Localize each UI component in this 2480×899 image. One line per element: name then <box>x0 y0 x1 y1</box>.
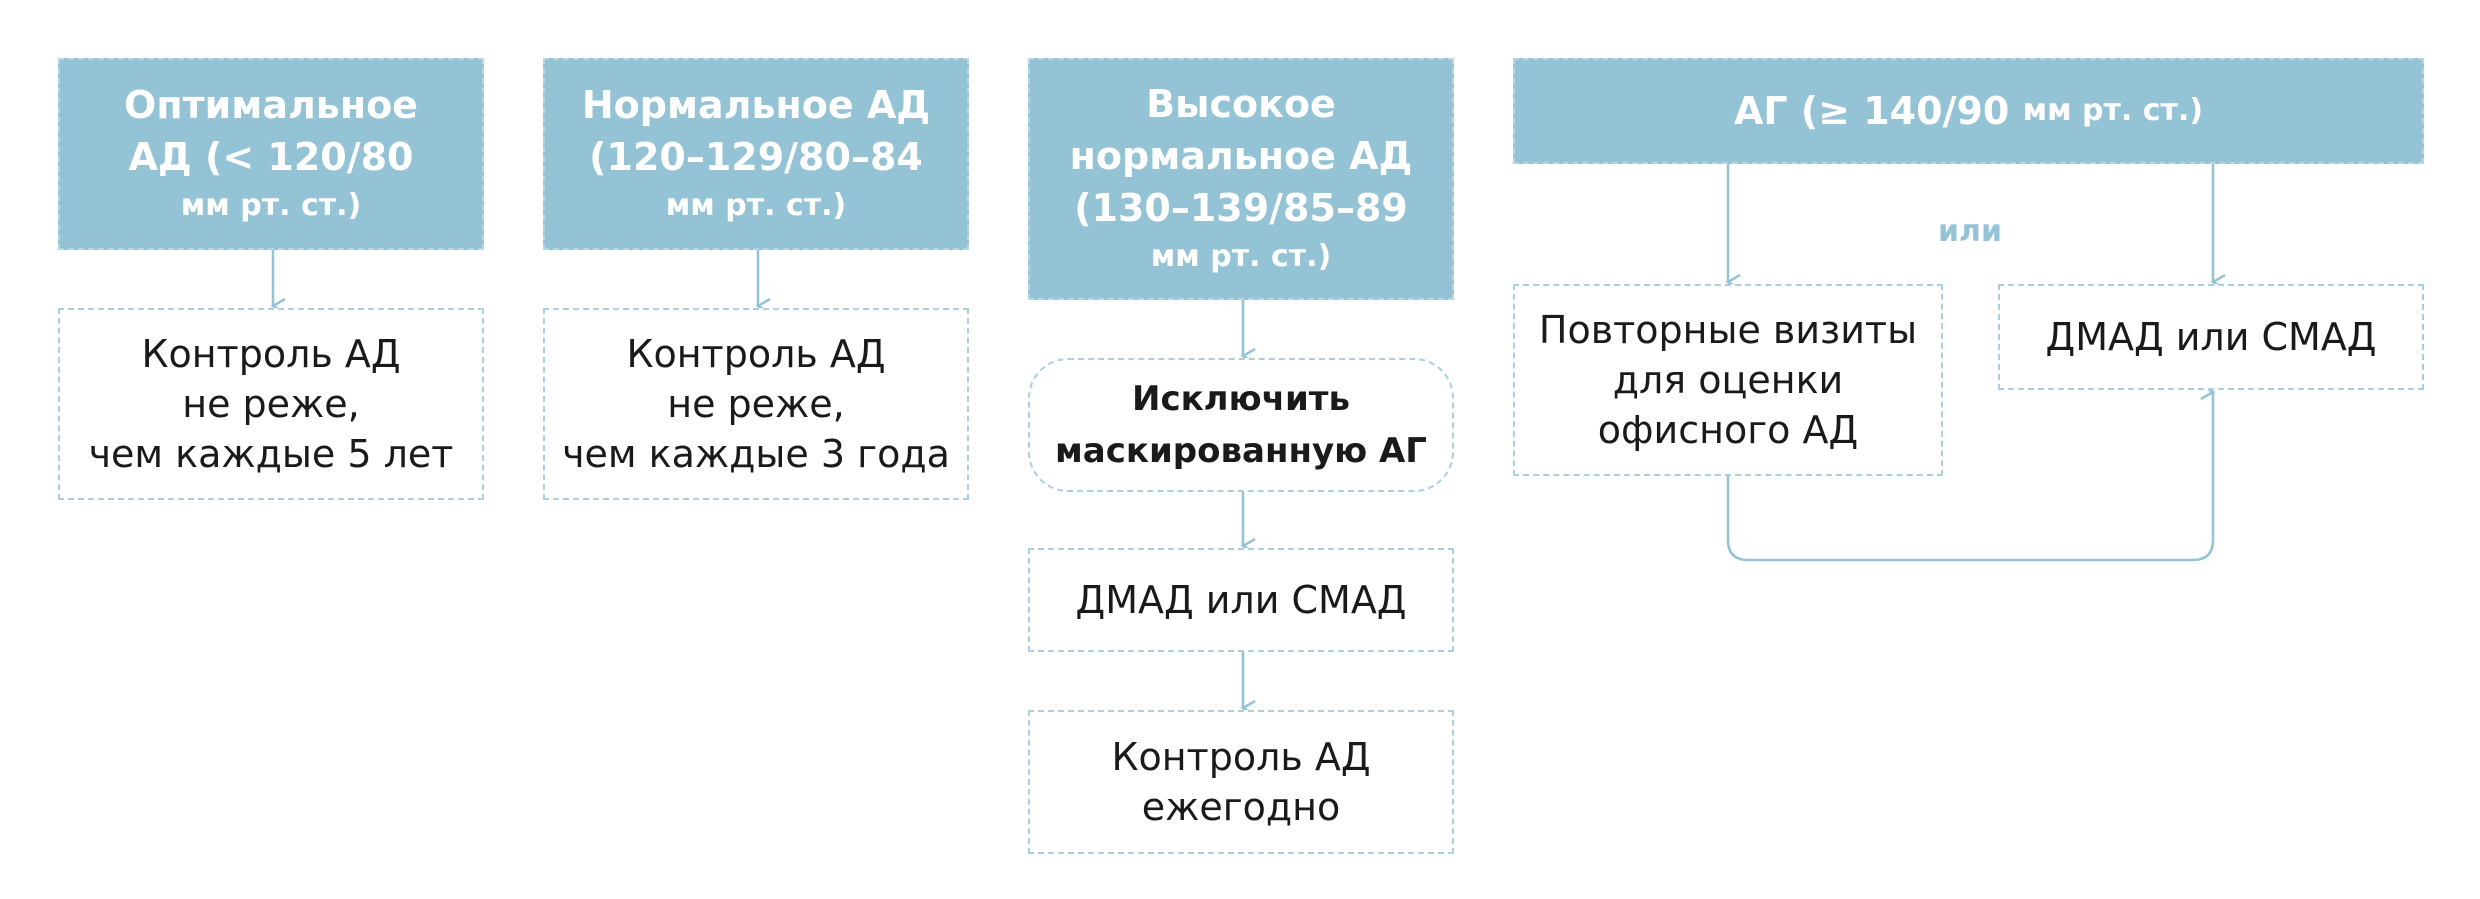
header-hypertension: АГ (≥ 140/90 мм рт. ст.) <box>1513 58 2424 164</box>
header-line: мм рт. ст.) <box>2022 93 2204 128</box>
header-line: Высокое <box>1146 82 1336 126</box>
header-line: мм рт. ст.) <box>665 188 847 223</box>
connector-or: или <box>1938 214 2003 249</box>
node-line: Контроль АД <box>626 332 886 376</box>
node-control-3-years: Контроль АД не реже, чем каждые 3 года <box>543 308 969 500</box>
node-line: не реже, <box>182 382 360 426</box>
header-line: АГ (≥ 140/90 <box>1733 89 2023 133</box>
node-hbpm-or-abpm: ДМАД или СМАД <box>1028 548 1454 652</box>
node-control-5-years: Контроль АД не реже, чем каждые 5 лет <box>58 308 484 500</box>
header-normal-bp: Нормальное АД (120–129/80–84 мм рт. ст.) <box>543 58 969 250</box>
header-line: Оптимальное <box>124 83 418 127</box>
node-line: офисного АД <box>1597 408 1859 452</box>
node-hbpm-or-abpm-right: ДМАД или СМАД <box>1998 284 2424 390</box>
header-line: АД (< 120/80 <box>128 135 414 179</box>
node-line: Исключить <box>1131 379 1350 419</box>
header-optimal-bp: Оптимальное АД (< 120/80 мм рт. ст.) <box>58 58 484 250</box>
header-line: нормальное АД <box>1069 134 1413 178</box>
header-high-normal-bp: Высокое нормальное АД (130–139/85–89 мм … <box>1028 58 1454 300</box>
header-line: мм рт. ст.) <box>180 188 362 223</box>
arrow-col4-loop <box>1726 392 2213 562</box>
node-line: Контроль АД <box>1111 735 1371 779</box>
node-line: маскированную АГ <box>1055 431 1427 471</box>
node-line: ДМАД или СМАД <box>1075 578 1407 622</box>
header-line: мм рт. ст.) <box>1150 239 1332 274</box>
header-line: Нормальное АД <box>581 83 931 127</box>
header-line: (120–129/80–84 <box>589 135 923 179</box>
header-line: (130–139/85–89 <box>1074 186 1408 230</box>
node-line: для оценки <box>1612 358 1844 402</box>
node-line: чем каждые 5 лет <box>88 432 454 476</box>
node-repeat-visits: Повторные визиты для оценки офисного АД <box>1513 284 1943 476</box>
node-line: ДМАД или СМАД <box>2045 315 2377 359</box>
node-line: Контроль АД <box>141 332 401 376</box>
node-control-yearly: Контроль АД ежегодно <box>1028 710 1454 854</box>
node-line: не реже, <box>667 382 845 426</box>
node-line: ежегодно <box>1141 785 1341 829</box>
node-line: чем каждые 3 года <box>562 432 950 476</box>
node-line: Повторные визиты <box>1538 308 1918 352</box>
node-exclude-masked-hypertension: Исключить маскированную АГ <box>1028 358 1454 492</box>
